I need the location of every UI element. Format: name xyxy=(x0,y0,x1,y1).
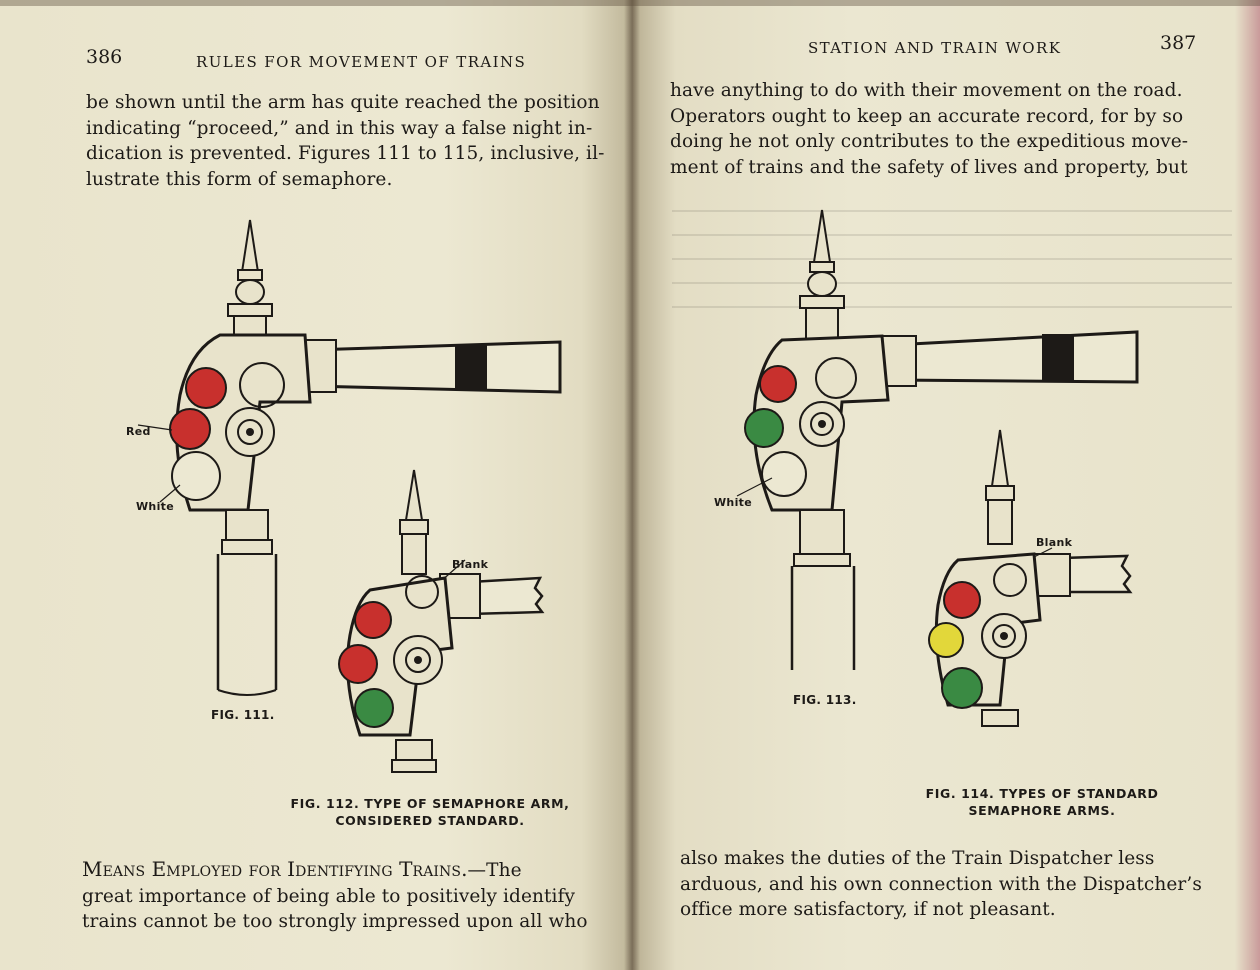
text-line: arduous, and his own connection with the… xyxy=(680,873,1202,895)
label-blank-114: Blank xyxy=(1036,536,1073,549)
fig-114-semaphore xyxy=(928,429,1133,727)
text-line: great importance of being able to positi… xyxy=(82,885,576,907)
right-page: 387 STATION AND TRAIN WORK have anything… xyxy=(632,0,1260,970)
text-line: lustrate this form of semaphore. xyxy=(86,168,393,190)
caption-line: SEMAPHORE ARMS. xyxy=(968,803,1116,818)
bleed-through xyxy=(672,190,1232,350)
heading-dash: —The xyxy=(467,860,522,881)
fig-112-caption: FIG. 112. TYPE OF SEMAPHORE ARM, CONSIDE… xyxy=(230,795,630,829)
text-line: be shown until the arm has quite reached… xyxy=(86,92,600,113)
caption-line: FIG. 114. TYPES OF STANDARD xyxy=(925,786,1159,801)
paragraph-top-right: have anything to do with their movement … xyxy=(670,78,1210,180)
section-heading: Means Employed for Identifying Trains. xyxy=(82,857,468,881)
left-page: 386 RULES FOR MOVEMENT OF TRAINS be show… xyxy=(0,0,632,970)
text-line: dication is prevented. Figures 111 to 11… xyxy=(86,143,605,164)
fig-114-caption: FIG. 114. TYPES OF STANDARD SEMAPHORE AR… xyxy=(882,785,1202,819)
caption-line: FIG. 112. TYPE OF SEMAPHORE ARM, xyxy=(290,796,570,811)
page-edge xyxy=(0,0,1260,6)
running-head-left: RULES FOR MOVEMENT OF TRAINS xyxy=(196,53,527,71)
label-white: White xyxy=(136,500,174,513)
fig-113-label: FIG. 113. xyxy=(793,693,857,707)
fig-111-semaphore xyxy=(137,219,562,696)
paragraph-bottom-right: also makes the duties of the Train Dispa… xyxy=(680,846,1220,923)
paragraph-bottom-left: Means Employed for Identifying Trains.—T… xyxy=(82,857,612,935)
fig-112-semaphore xyxy=(338,469,545,773)
paragraph-top-left: be shown until the arm has quite reached… xyxy=(86,90,616,192)
book-gutter xyxy=(624,0,640,970)
text-line: ment of trains and the safety of lives a… xyxy=(670,156,1188,178)
fig-113-semaphore xyxy=(736,209,1139,670)
running-head-right: STATION AND TRAIN WORK xyxy=(808,39,1062,57)
label-red: Red xyxy=(126,425,151,438)
page-number-left: 386 xyxy=(86,46,123,68)
page-number-right: 387 xyxy=(1160,32,1197,54)
text-line: also makes the duties of the Train Dispa… xyxy=(680,848,1155,869)
text-line: Operators ought to keep an accurate reco… xyxy=(670,105,1184,127)
text-line: doing he not only contributes to the exp… xyxy=(670,131,1189,152)
label-blank: Blank xyxy=(452,558,489,571)
text-line: office more satisfactory, if not pleasan… xyxy=(680,899,1056,920)
caption-line: CONSIDERED STANDARD. xyxy=(335,813,525,828)
text-line: have anything to do with their movement … xyxy=(670,80,1183,101)
fig-111-label: FIG. 111. xyxy=(211,708,275,722)
label-white-113: White xyxy=(714,496,752,509)
text-line: trains cannot be too strongly impressed … xyxy=(82,911,588,932)
text-line: indicating “proceed,” and in this way a … xyxy=(86,117,593,139)
